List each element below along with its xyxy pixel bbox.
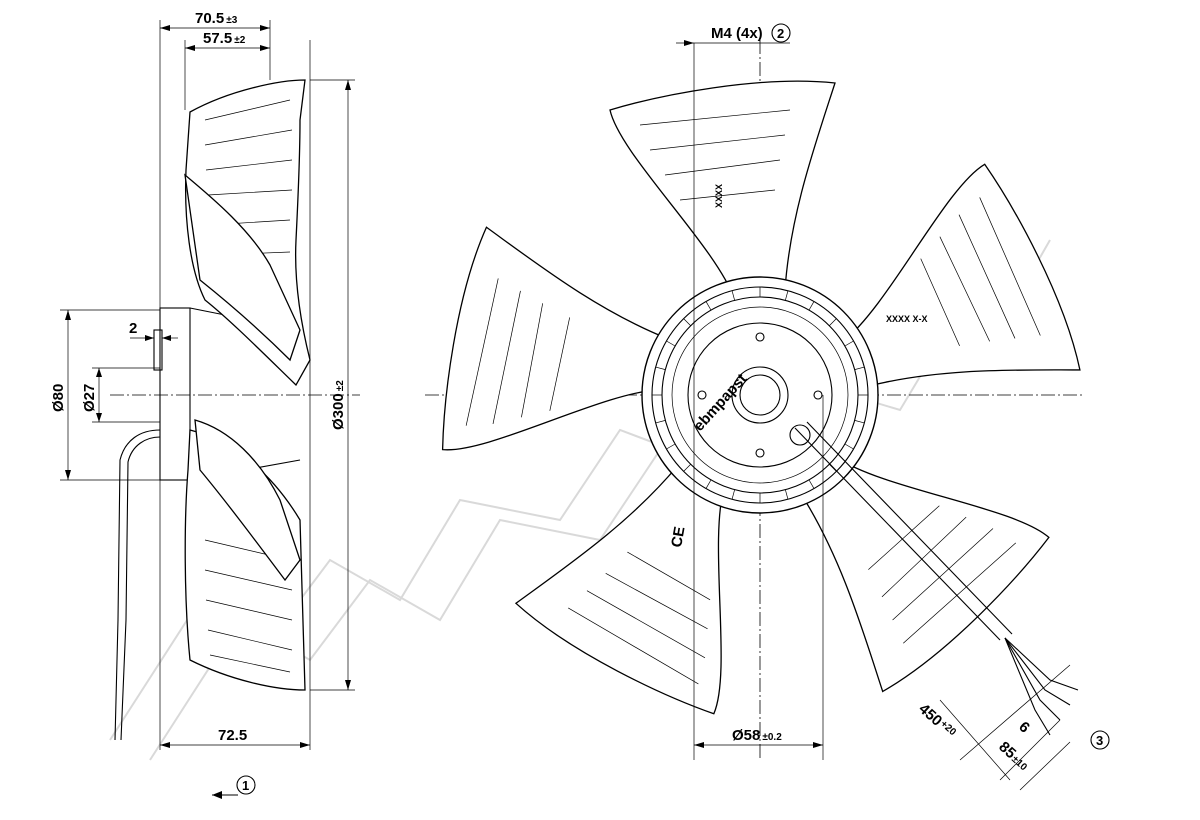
svg-text:3: 3 xyxy=(1096,733,1103,748)
hub-body xyxy=(159,307,191,481)
dim-2: 2 xyxy=(129,320,137,337)
dim-450: 450+20 xyxy=(915,700,959,742)
dim-6: 6 xyxy=(1015,718,1033,736)
dim-d27: Ø27 xyxy=(81,384,98,412)
callout-1 xyxy=(236,775,256,795)
motor-face xyxy=(687,322,833,468)
dim-d80: Ø80 xyxy=(50,384,67,412)
side-cable xyxy=(114,429,161,741)
dim-57-5: 57.5±2 xyxy=(203,30,246,47)
dim-85: 85±10 xyxy=(995,738,1032,774)
side-view: 70.5±3 57.5±2 Ø300±2 Ø80 Ø27 2 xyxy=(50,10,360,799)
side-blade-lower-mid xyxy=(194,419,301,582)
ce-mark: CE xyxy=(668,525,688,548)
front-view: ebmpapst XXXX XXXX X-X CE M4 (4x) 2 Ø58±… xyxy=(425,23,1110,791)
shaft-collar xyxy=(153,329,163,371)
dim-70-5: 70.5±3 xyxy=(195,10,238,27)
power-cable xyxy=(794,427,1001,641)
part-code-label: XXXX xyxy=(714,184,724,208)
svg-text:2: 2 xyxy=(777,26,784,41)
dim-d300: Ø300±2 xyxy=(330,380,347,430)
side-blade-mid xyxy=(184,173,301,362)
blade-slots xyxy=(465,109,1041,685)
callout-3 xyxy=(1090,730,1110,750)
svg-text:1: 1 xyxy=(242,778,249,793)
callout-2 xyxy=(771,23,791,43)
hub-outer-ring xyxy=(641,276,879,514)
cable-gland xyxy=(789,424,811,446)
shaft-bore xyxy=(731,366,789,424)
mounting-holes xyxy=(697,332,823,458)
dim-d58: Ø58±0.2 xyxy=(732,727,782,744)
dim-72-5: 72.5 xyxy=(218,727,247,744)
part-code-label-2: XXXX X-X xyxy=(886,314,928,324)
cable-wires xyxy=(1004,637,1079,736)
dim-m4: M4 (4x) xyxy=(711,25,763,42)
